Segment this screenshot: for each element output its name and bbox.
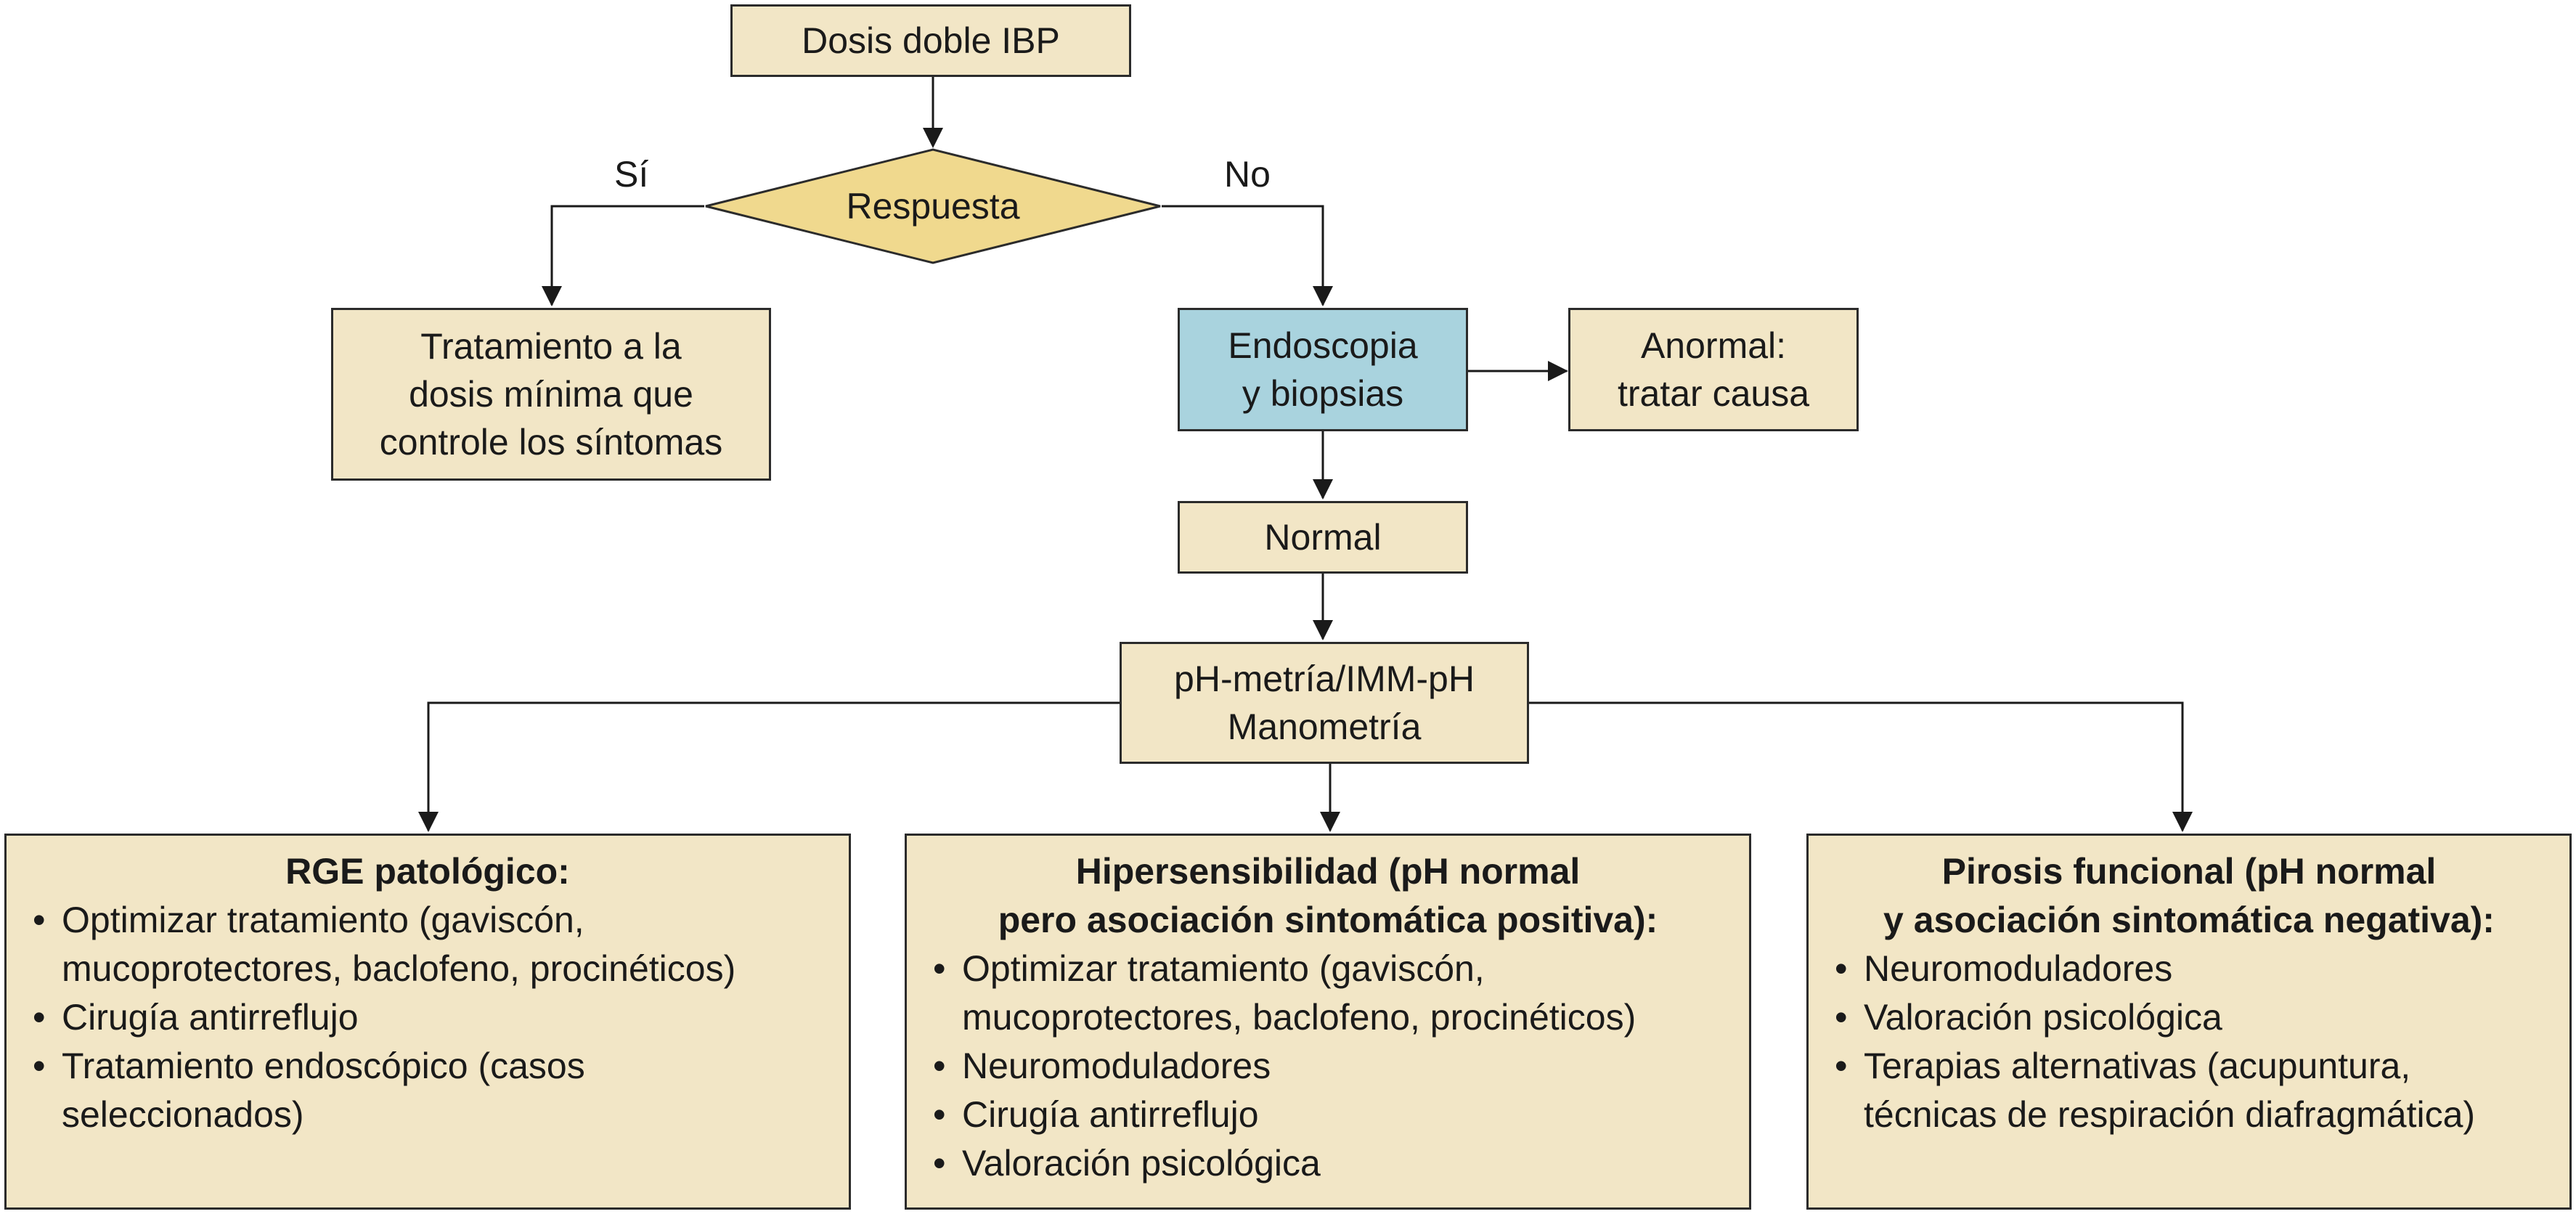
item-line: Cirugía antirreflujo	[962, 1094, 1259, 1135]
list-item: • Tratamiento endoscópico (casos selecci…	[28, 1042, 827, 1139]
list-item: • Optimizar tratamiento (gaviscón, mucop…	[929, 945, 1727, 1042]
item-line: Neuromoduladores	[962, 1046, 1271, 1086]
bullet-icon: •	[1835, 1046, 1848, 1086]
normal-node: Normal	[1178, 501, 1468, 574]
list-item: • Neuromoduladores	[929, 1042, 1727, 1091]
outcome-hipersensibilidad: Hipersensibilidad (pH normal pero asocia…	[905, 834, 1751, 1210]
outcome-title: RGE patológico:	[28, 847, 827, 896]
bullet-icon: •	[33, 900, 46, 940]
node-line: tratar causa	[1617, 373, 1809, 414]
branch-label-no: No	[1224, 154, 1271, 195]
item-line: Valoración psicológica	[1864, 997, 2222, 1038]
node-line: Endoscopia	[1228, 325, 1418, 366]
item-line: mucoprotectores, baclofeno, procinéticos…	[962, 997, 1637, 1038]
start-node-label: Dosis doble IBP	[802, 20, 1060, 61]
bullet-list: • Neuromoduladores • Valoración psicológ…	[1830, 945, 2548, 1139]
item-line: Optimizar tratamiento (gaviscón,	[962, 948, 1485, 989]
normal-node-label: Normal	[1264, 517, 1382, 558]
decision-diamond-shape	[705, 148, 1161, 264]
bullet-icon: •	[33, 1046, 46, 1086]
bullet-icon: •	[933, 1143, 946, 1184]
outcome-pirosis-funcional: Pirosis funcional (pH normal y asociació…	[1806, 834, 2572, 1210]
start-node: Dosis doble IBP	[730, 4, 1131, 77]
title-line: RGE patológico:	[285, 851, 570, 892]
item-line: seleccionados)	[62, 1094, 304, 1135]
list-item: • Cirugía antirreflujo	[929, 1091, 1727, 1139]
bullet-icon: •	[933, 1094, 946, 1135]
bullet-icon: •	[1835, 948, 1848, 989]
outcome-rge-patologico: RGE patológico: • Optimizar tratamiento …	[4, 834, 851, 1210]
arrowhead	[923, 128, 943, 148]
bullet-list: • Optimizar tratamiento (gaviscón, mucop…	[929, 945, 1727, 1188]
bullet-icon: •	[33, 997, 46, 1038]
treatment-min-dose-node: Tratamiento a la dosis mínima que contro…	[331, 308, 771, 481]
title-line: pero asociación sintomática positiva):	[998, 900, 1658, 940]
node-line: Manometría	[1227, 706, 1422, 747]
arrowhead	[1313, 479, 1333, 500]
arrowhead	[2172, 812, 2193, 832]
item-line: Valoración psicológica	[962, 1143, 1321, 1184]
item-line: Tratamiento endoscópico (casos	[62, 1046, 585, 1086]
arrowhead	[1320, 812, 1340, 832]
item-line: Optimizar tratamiento (gaviscón,	[62, 900, 584, 940]
item-line: Terapias alternativas (acupuntura,	[1864, 1046, 2411, 1086]
item-line: técnicas de respiración diafragmática)	[1864, 1094, 2476, 1135]
arrow-no-to-endoscopy	[1162, 205, 1324, 305]
node-line: controle los síntomas	[379, 422, 723, 463]
outcome-title: Hipersensibilidad (pH normal pero asocia…	[929, 847, 1727, 945]
title-line: y asociación sintomática negativa):	[1883, 900, 2495, 940]
node-line: y biopsias	[1242, 373, 1404, 414]
decision-node: Respuesta	[704, 148, 1162, 264]
node-line: Anormal:	[1640, 325, 1787, 366]
arrowhead	[542, 286, 562, 306]
node-line: Tratamiento a la	[420, 326, 682, 367]
list-item: • Neuromoduladores	[1830, 945, 2548, 993]
node-line: pH-metría/IMM-pH	[1174, 659, 1475, 699]
arrowhead	[1313, 286, 1333, 306]
bullet-icon: •	[933, 948, 946, 989]
arrow-ph-to-rge	[427, 701, 1120, 831]
decision-label: Respuesta	[846, 186, 1020, 227]
list-item: • Cirugía antirreflujo	[28, 993, 827, 1042]
abnormal-node: Anormal: tratar causa	[1568, 308, 1859, 431]
node-line: dosis mínima que	[409, 374, 693, 415]
list-item: • Valoración psicológica	[929, 1139, 1727, 1188]
bullet-icon: •	[1835, 997, 1848, 1038]
arrowhead	[1548, 361, 1568, 381]
bullet-list: • Optimizar tratamiento (gaviscón, mucop…	[28, 896, 827, 1139]
list-item: • Terapias alternativas (acupuntura, téc…	[1830, 1042, 2548, 1139]
arrow-ph-to-pirosis	[1529, 701, 2184, 831]
bullet-icon: •	[933, 1046, 946, 1086]
outcome-title: Pirosis funcional (pH normal y asociació…	[1830, 847, 2548, 945]
endoscopy-node: Endoscopia y biopsias	[1178, 308, 1468, 431]
arrowhead	[418, 812, 439, 832]
arrow-yes-to-treatment	[550, 205, 704, 305]
title-line: Hipersensibilidad (pH normal	[1075, 851, 1581, 892]
item-line: Neuromoduladores	[1864, 948, 2173, 989]
item-line: Cirugía antirreflujo	[62, 997, 359, 1038]
item-line: mucoprotectores, baclofeno, procinéticos…	[62, 948, 736, 989]
title-line: Pirosis funcional (pH normal	[1941, 851, 2437, 892]
list-item: • Optimizar tratamiento (gaviscón, mucop…	[28, 896, 827, 993]
list-item: • Valoración psicológica	[1830, 993, 2548, 1042]
branch-label-yes: Sí	[614, 154, 649, 195]
arrowhead	[1313, 620, 1333, 640]
ph-metry-node: pH-metría/IMM-pH Manometría	[1120, 642, 1529, 764]
